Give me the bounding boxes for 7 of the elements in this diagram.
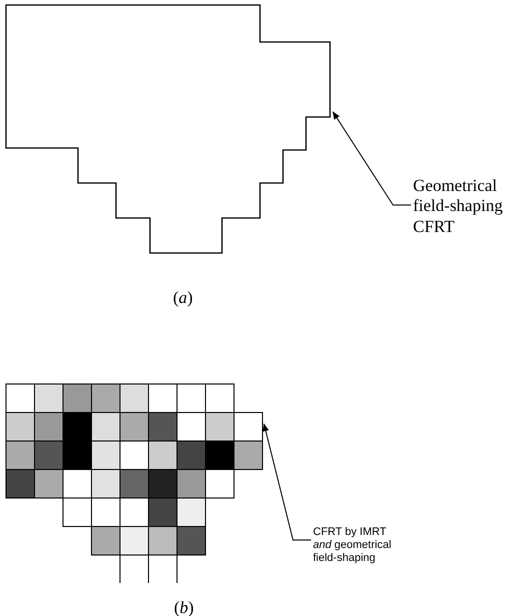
- dose-grid-drawing: [5, 383, 265, 583]
- field-outline-drawing: [5, 4, 332, 255]
- leader-arrow: [262, 423, 312, 540]
- leader-arrow: [332, 111, 412, 206]
- panel-label: (a): [173, 288, 193, 308]
- callout-text: CFRT by IMRT and geometrical field-shaping: [313, 526, 403, 566]
- callout-text: Geometrical field-shaping CFRT: [413, 176, 513, 238]
